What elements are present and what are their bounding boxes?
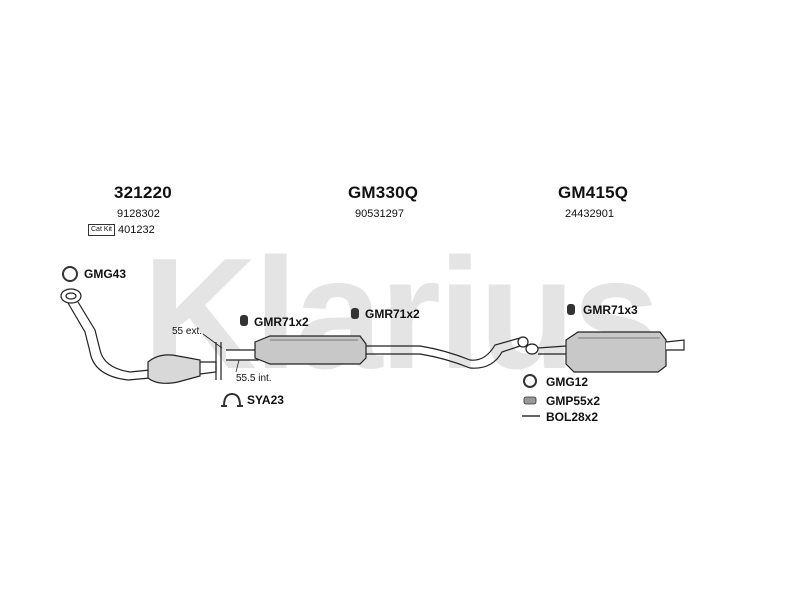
fitting-label: GMR71x3 xyxy=(583,303,638,317)
pipe-icon xyxy=(523,396,537,405)
rubber-mount-icon xyxy=(567,304,575,315)
gasket-icon xyxy=(523,374,537,388)
middle-silencer xyxy=(226,335,529,369)
front-pipe-catalyst xyxy=(60,288,222,384)
part-number: GM330Q xyxy=(348,183,419,202)
oe-number: 90531297 xyxy=(355,208,404,220)
dim-ext-label: 55 ext. xyxy=(172,326,203,337)
oe-number: 24432901 xyxy=(565,208,614,220)
cat-kit-label: Cat Kit 401232 xyxy=(88,224,155,236)
fitting-label: SYA23 xyxy=(247,393,284,407)
rubber-mount-icon xyxy=(351,308,359,319)
fitting-label: GMR71x2 xyxy=(365,307,420,321)
rear-silencer xyxy=(525,331,685,373)
part-number: GM415Q xyxy=(558,183,629,202)
fitting-label: BOL28x2 xyxy=(546,410,599,424)
cat-kit-tag: Cat Kit xyxy=(88,224,116,236)
fitting-label: GMG43 xyxy=(84,267,127,281)
cat-kit-number: 401232 xyxy=(118,224,155,236)
fitting-label: GMG12 xyxy=(546,375,589,389)
dim-ext-line xyxy=(202,333,223,349)
gasket-icon xyxy=(62,266,78,282)
part-number: 321220 xyxy=(114,183,172,202)
oe-number: 9128302 xyxy=(117,208,160,220)
clamp-icon xyxy=(221,392,243,407)
fitting-label: GMR71x2 xyxy=(254,315,309,329)
fitting-label: GMP55x2 xyxy=(546,394,601,408)
rubber-mount-icon xyxy=(240,315,248,326)
dim-int-label: 55.5 int. xyxy=(236,373,272,384)
